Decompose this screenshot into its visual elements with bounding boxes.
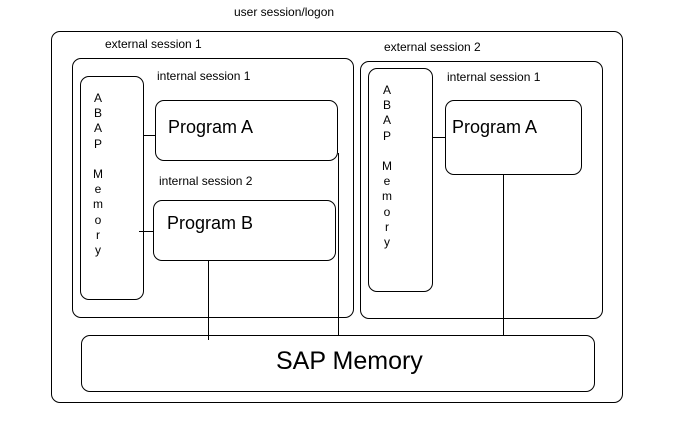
- abap-memory-2-box: [368, 68, 433, 292]
- abap-memory-char: M: [93, 166, 103, 181]
- abap-memory-char: r: [385, 219, 389, 234]
- abap-memory-char: y: [384, 234, 390, 249]
- program-a-label: Program A: [168, 117, 254, 137]
- abap-memory-char: B: [382, 98, 391, 113]
- abap-memory-char: [92, 152, 104, 167]
- internal-session-2-label: internal session 2: [159, 174, 253, 188]
- abap-memory-char: P: [382, 128, 391, 143]
- abap-memory-char: B: [93, 106, 102, 121]
- internal-session-1-label: internal session 1: [157, 69, 251, 83]
- abap-memory-char: o: [383, 204, 391, 219]
- connector-abap1-program-b: [139, 231, 153, 232]
- user-session-title: user session/logon: [234, 5, 335, 19]
- program-b-label: Program B: [167, 213, 254, 233]
- sap-memory-label: SAP Memory: [276, 347, 423, 375]
- program-a-box: [155, 100, 338, 161]
- abap-memory-char: e: [383, 174, 391, 189]
- abap-memory-char: A: [382, 83, 391, 97]
- external-session-2-label: external session 2: [384, 40, 481, 54]
- abap-memory-char: [381, 144, 393, 159]
- program-a-ext2-box: [445, 100, 582, 175]
- abap-memory-char: o: [94, 212, 102, 227]
- abap-memory-char: A: [382, 113, 391, 128]
- program-b-box: [153, 200, 336, 261]
- connector-program-a-ext2-sap: [503, 174, 504, 335]
- connector-program-b-sap: [208, 260, 209, 340]
- sap-memory-box: [81, 335, 595, 392]
- abap-memory-1-box: [80, 76, 144, 300]
- external-session-1-label: external session 1: [105, 37, 202, 51]
- abap-memory-char: y: [95, 242, 101, 257]
- external-session-2-box: [360, 61, 603, 319]
- connector-abap2-program-a: [432, 137, 445, 138]
- internal-session-1-ext2-label: internal session 1: [447, 70, 541, 84]
- abap-memory-char: A: [93, 91, 102, 105]
- abap-memory-char: A: [93, 121, 102, 136]
- connector-program-a-sap: [338, 153, 339, 335]
- abap-memory-char: m: [93, 197, 103, 212]
- abap-memory-char: e: [94, 182, 102, 197]
- abap-memory-char: r: [96, 227, 100, 242]
- abap-memory-char: P: [93, 136, 102, 151]
- user-session-box: [51, 31, 623, 403]
- connector-abap1-program-a: [144, 135, 155, 136]
- external-session-1-box: [72, 58, 354, 318]
- abap-memory-char: M: [382, 158, 392, 173]
- abap-memory-char: m: [382, 189, 392, 204]
- program-a-ext2-label: Program A: [452, 117, 538, 137]
